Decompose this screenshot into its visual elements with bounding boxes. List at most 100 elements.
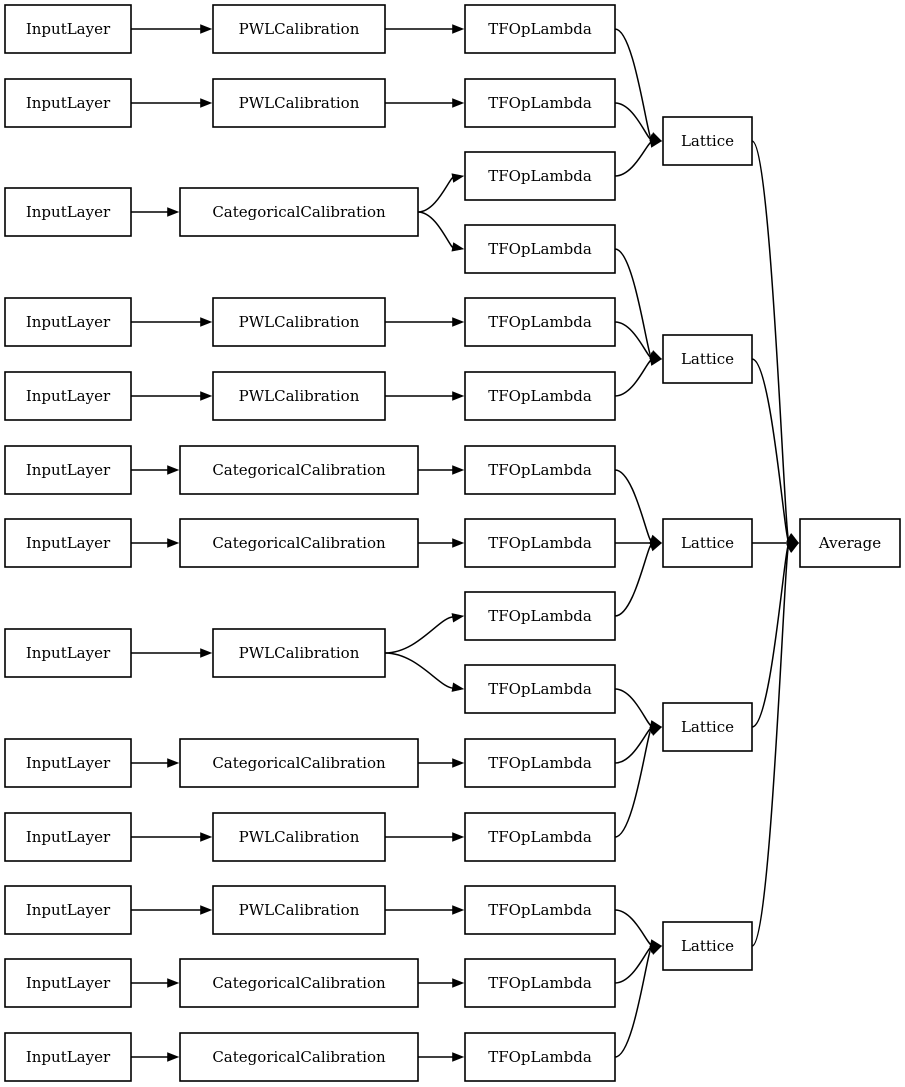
graph-node-tfoplambda[interactable]: TFOpLambda [464, 958, 616, 1008]
graph-node-lattice[interactable]: Lattice [662, 702, 753, 752]
graph-node-categoricalcalibration[interactable]: CategoricalCalibration [179, 1032, 419, 1082]
node-box[interactable] [179, 738, 419, 788]
node-box[interactable] [464, 664, 616, 714]
node-box[interactable] [212, 297, 386, 347]
node-box[interactable] [464, 1032, 616, 1082]
graph-node-lattice[interactable]: Lattice [662, 116, 753, 166]
graph-node-tfoplambda[interactable]: TFOpLambda [464, 738, 616, 788]
node-box[interactable] [464, 445, 616, 495]
node-box[interactable] [212, 78, 386, 128]
node-box[interactable] [464, 591, 616, 641]
edge-arrowhead [452, 391, 465, 401]
node-box[interactable] [464, 4, 616, 54]
graph-edge [614, 102, 663, 144]
node-box[interactable] [662, 334, 753, 384]
node-box[interactable] [212, 628, 386, 678]
graph-node-tfoplambda[interactable]: TFOpLambda [464, 664, 616, 714]
graph-node-categoricalcalibration[interactable]: CategoricalCalibration [179, 518, 419, 568]
node-box[interactable] [662, 921, 753, 971]
graph-node-inputlayer[interactable]: InputLayer [4, 518, 132, 568]
node-box[interactable] [4, 1032, 132, 1082]
node-box[interactable] [464, 78, 616, 128]
node-box[interactable] [464, 518, 616, 568]
node-box[interactable] [179, 445, 419, 495]
graph-node-tfoplambda[interactable]: TFOpLambda [464, 297, 616, 347]
node-box[interactable] [179, 518, 419, 568]
node-box[interactable] [464, 371, 616, 421]
node-box[interactable] [4, 371, 132, 421]
node-box[interactable] [464, 224, 616, 274]
edge-line [614, 248, 653, 359]
graph-node-inputlayer[interactable]: InputLayer [4, 297, 132, 347]
graph-node-pwlcalibration[interactable]: PWLCalibration [212, 297, 386, 347]
node-box[interactable] [4, 628, 132, 678]
graph-node-pwlcalibration[interactable]: PWLCalibration [212, 4, 386, 54]
graph-node-tfoplambda[interactable]: TFOpLambda [464, 224, 616, 274]
graph-node-categoricalcalibration[interactable]: CategoricalCalibration [179, 187, 419, 237]
graph-node-pwlcalibration[interactable]: PWLCalibration [212, 628, 386, 678]
graph-node-tfoplambda[interactable]: TFOpLambda [464, 591, 616, 641]
graph-node-inputlayer[interactable]: InputLayer [4, 445, 132, 495]
graph-node-inputlayer[interactable]: InputLayer [4, 885, 132, 935]
graph-node-average[interactable]: Average [799, 518, 901, 568]
graph-node-pwlcalibration[interactable]: PWLCalibration [212, 812, 386, 862]
edge-arrowhead [452, 758, 465, 768]
graph-node-tfoplambda[interactable]: TFOpLambda [464, 812, 616, 862]
graph-node-pwlcalibration[interactable]: PWLCalibration [212, 885, 386, 935]
node-box[interactable] [4, 738, 132, 788]
graph-node-inputlayer[interactable]: InputLayer [4, 628, 132, 678]
node-box[interactable] [464, 812, 616, 862]
node-box[interactable] [4, 78, 132, 128]
node-box[interactable] [464, 151, 616, 201]
graph-node-pwlcalibration[interactable]: PWLCalibration [212, 371, 386, 421]
node-box[interactable] [179, 1032, 419, 1082]
graph-node-inputlayer[interactable]: InputLayer [4, 4, 132, 54]
graph-node-tfoplambda[interactable]: TFOpLambda [464, 4, 616, 54]
graph-node-inputlayer[interactable]: InputLayer [4, 371, 132, 421]
graph-node-tfoplambda[interactable]: TFOpLambda [464, 78, 616, 128]
node-box[interactable] [179, 958, 419, 1008]
node-box[interactable] [212, 371, 386, 421]
graph-node-categoricalcalibration[interactable]: CategoricalCalibration [179, 445, 419, 495]
node-box[interactable] [464, 958, 616, 1008]
node-box[interactable] [4, 812, 132, 862]
edge-arrowhead [167, 758, 180, 768]
node-box[interactable] [212, 812, 386, 862]
graph-node-lattice[interactable]: Lattice [662, 921, 753, 971]
node-box[interactable] [4, 4, 132, 54]
node-box[interactable] [464, 738, 616, 788]
node-box[interactable] [4, 187, 132, 237]
graph-node-inputlayer[interactable]: InputLayer [4, 78, 132, 128]
graph-node-tfoplambda[interactable]: TFOpLambda [464, 445, 616, 495]
graph-node-tfoplambda[interactable]: TFOpLambda [464, 885, 616, 935]
node-box[interactable] [464, 297, 616, 347]
graph-node-tfoplambda[interactable]: TFOpLambda [464, 518, 616, 568]
node-box[interactable] [4, 297, 132, 347]
graph-node-tfoplambda[interactable]: TFOpLambda [464, 151, 616, 201]
graph-node-pwlcalibration[interactable]: PWLCalibration [212, 78, 386, 128]
graph-node-inputlayer[interactable]: InputLayer [4, 958, 132, 1008]
graph-node-inputlayer[interactable]: InputLayer [4, 738, 132, 788]
graph-node-tfoplambda[interactable]: TFOpLambda [464, 371, 616, 421]
node-box[interactable] [4, 518, 132, 568]
graph-node-categoricalcalibration[interactable]: CategoricalCalibration [179, 958, 419, 1008]
node-box[interactable] [212, 885, 386, 935]
node-box[interactable] [4, 445, 132, 495]
node-box[interactable] [662, 116, 753, 166]
node-box[interactable] [799, 518, 901, 568]
node-box[interactable] [179, 187, 419, 237]
graph-node-inputlayer[interactable]: InputLayer [4, 812, 132, 862]
graph-node-lattice[interactable]: Lattice [662, 518, 753, 568]
node-box[interactable] [4, 885, 132, 935]
node-box[interactable] [212, 4, 386, 54]
node-box[interactable] [464, 885, 616, 935]
graph-node-lattice[interactable]: Lattice [662, 334, 753, 384]
graph-edge [385, 317, 465, 327]
node-box[interactable] [4, 958, 132, 1008]
node-box[interactable] [662, 518, 753, 568]
graph-node-inputlayer[interactable]: InputLayer [4, 1032, 132, 1082]
node-box[interactable] [662, 702, 753, 752]
graph-node-tfoplambda[interactable]: TFOpLambda [464, 1032, 616, 1082]
graph-node-categoricalcalibration[interactable]: CategoricalCalibration [179, 738, 419, 788]
graph-node-inputlayer[interactable]: InputLayer [4, 187, 132, 237]
